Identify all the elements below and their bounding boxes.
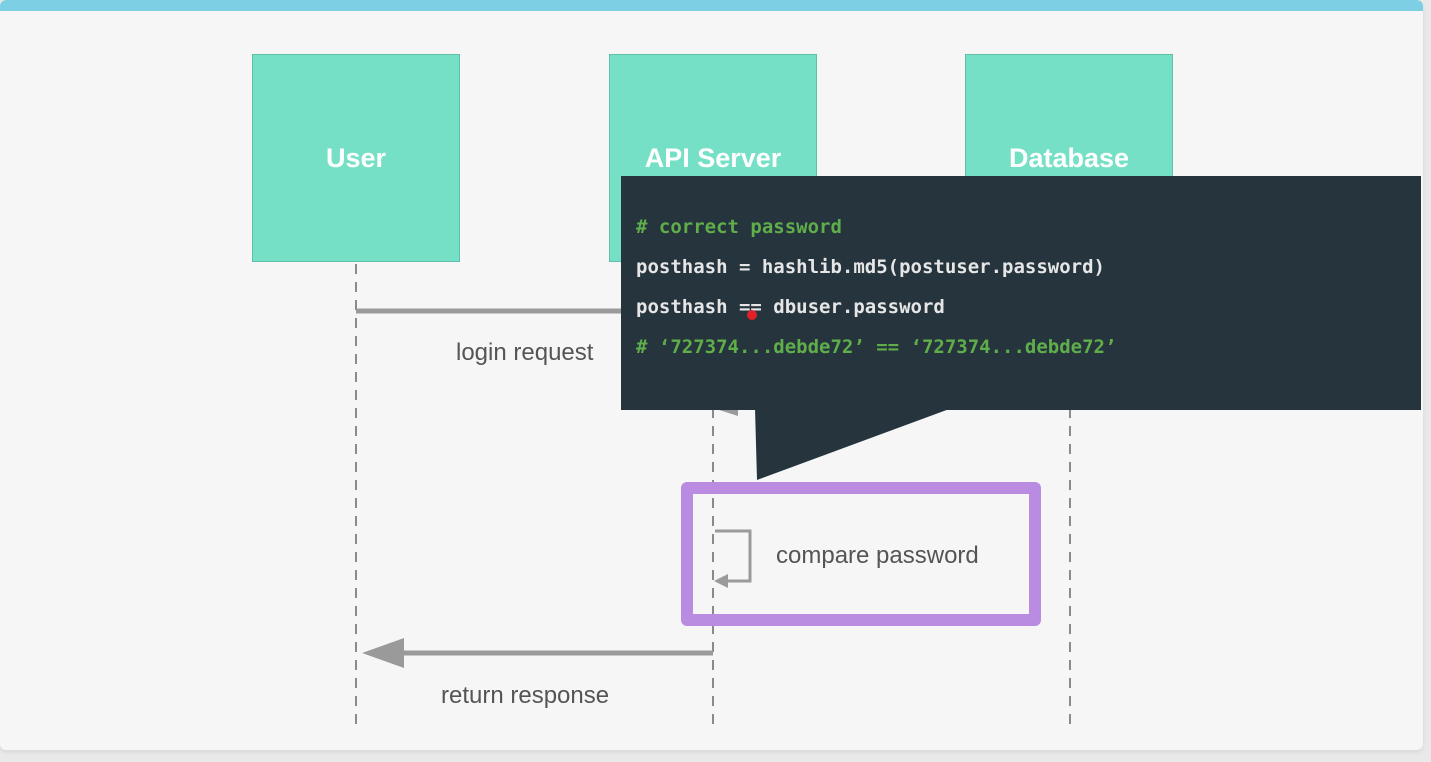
participant-database-label: Database [1008, 142, 1130, 173]
return-response-label: return response [441, 682, 610, 709]
code-line-posthash-compare: posthash == dbuser.password [636, 296, 945, 318]
code-line-comment-1: # correct password [636, 216, 842, 238]
login-request-label: login request [456, 339, 594, 366]
code-line-comment-2: # ‘727374...debde72’ == ‘727374...debde7… [636, 336, 1117, 358]
tooltip-tail [755, 408, 952, 480]
compare-password-self-arrow [715, 529, 752, 583]
return-response-arrowhead [362, 638, 404, 668]
participant-user-label: User [325, 142, 387, 173]
participant-user: User [252, 54, 460, 262]
compare-password-highlight [681, 482, 1041, 626]
top-accent-bar [0, 0, 1423, 11]
compare-password-arrowhead [714, 574, 728, 588]
code-line-posthash-assign: posthash = hashlib.md5(postuser.password… [636, 256, 1105, 278]
pointer-dot [747, 310, 757, 320]
compare-password-label: compare password [776, 542, 979, 569]
slide-canvas: User API Server Database login request r… [0, 0, 1423, 750]
participant-api-server-label: API Server [644, 142, 782, 173]
code-tooltip: # correct password posthash = hashlib.md… [621, 176, 1421, 410]
